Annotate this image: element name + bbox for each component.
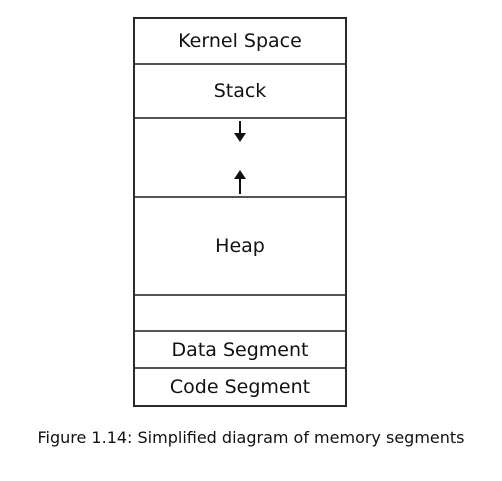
data-segment-label: Data Segment xyxy=(171,338,309,361)
stack-heap-growth-region xyxy=(135,119,345,198)
kernel-space-label: Kernel Space xyxy=(178,30,302,52)
stack-label: Stack xyxy=(213,80,267,102)
stack-segment: Stack xyxy=(135,65,345,119)
arrow-down-icon xyxy=(234,121,246,142)
arrow-up-icon xyxy=(234,170,246,194)
heap-segment: Heap xyxy=(135,198,345,296)
kernel-space-segment: Kernel Space xyxy=(135,19,345,65)
data-segment: Data Segment xyxy=(135,332,345,369)
code-segment-label: Code Segment xyxy=(169,376,311,398)
figure-caption: Figure 1.14: Simplified diagram of memor… xyxy=(37,428,465,447)
heap-label: Heap xyxy=(215,235,265,257)
code-segment: Code Segment xyxy=(135,369,345,405)
memory-layout-diagram: Kernel Space Stack Heap Data Segment Cod… xyxy=(133,17,347,407)
unlabeled-segment xyxy=(135,296,345,332)
